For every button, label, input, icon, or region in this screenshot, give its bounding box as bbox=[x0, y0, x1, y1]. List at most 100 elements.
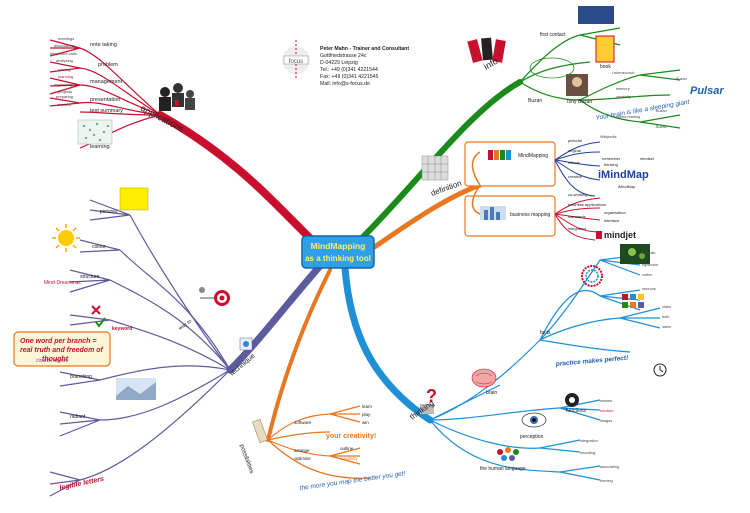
book-cover-image bbox=[578, 6, 614, 24]
sun-icon bbox=[52, 224, 80, 252]
info-wiki: Wikipedia bbox=[600, 135, 617, 139]
think-sub: images bbox=[600, 419, 612, 423]
center-node[interactable]: MindMapping as a thinking tool bbox=[301, 235, 375, 269]
check-icon bbox=[95, 317, 106, 328]
def-sub: organisation bbox=[604, 210, 626, 215]
yellow-square-image bbox=[119, 187, 149, 211]
app-management-sub: projects bbox=[58, 89, 72, 94]
contact-mail: Mail: info@s-focus.de bbox=[320, 81, 370, 87]
info-sub: Buzan bbox=[656, 125, 667, 129]
poss-sub: arrange bbox=[294, 448, 310, 453]
tech-colour: colour bbox=[92, 244, 106, 250]
think-sub: cortex bbox=[642, 273, 652, 277]
tech-legible: legible letters bbox=[59, 476, 105, 492]
think-practice: practice makes perfect! bbox=[555, 355, 630, 368]
think-language: the human language bbox=[480, 466, 526, 472]
info-sub: Buzan bbox=[676, 77, 687, 81]
def-mm-item: creative bbox=[568, 174, 583, 179]
def-sub: mindset bbox=[640, 156, 655, 161]
app-note-sub: meetings bbox=[58, 36, 74, 41]
center-title-line2: as a thinking tool bbox=[305, 254, 371, 263]
think-sub: leftbrain bbox=[642, 251, 656, 255]
book-image bbox=[595, 35, 615, 63]
tech-radiant: radiant bbox=[70, 414, 86, 420]
think-sub: emotion bbox=[600, 409, 614, 413]
poss-creativity: your creativity! bbox=[326, 433, 376, 440]
poss-sub: win bbox=[362, 420, 369, 425]
def-mm-item: effects bbox=[568, 160, 580, 165]
think-functions: functions bbox=[566, 408, 587, 414]
network-ring-image bbox=[581, 265, 603, 287]
label-possibilities: possibilities bbox=[238, 444, 254, 475]
think-sub: both bbox=[662, 315, 669, 319]
center-title-line1: MindMapping bbox=[311, 241, 366, 251]
def-sub: remember bbox=[602, 156, 621, 161]
info-tony-buzan: Tony Buzan bbox=[566, 99, 592, 105]
app-learning: learning bbox=[90, 144, 110, 150]
keyword-box bbox=[13, 331, 111, 367]
branch-applications bbox=[156, 111, 322, 250]
contact-street: Gottfriedstrasse 24c bbox=[320, 53, 367, 59]
buzan-logo: Pulsar bbox=[690, 85, 724, 97]
app-management: management bbox=[90, 79, 123, 85]
info-first-contact: first contact bbox=[540, 32, 566, 38]
business-chart-icon bbox=[480, 206, 506, 220]
app-management-sub: organising bbox=[54, 82, 72, 87]
app-note-sub: discussions bbox=[54, 43, 75, 48]
eye-icon bbox=[521, 412, 547, 428]
info-sub: Buzan bbox=[656, 109, 667, 113]
tech-pictures: pictures bbox=[100, 209, 118, 215]
question-icon: ? bbox=[420, 386, 437, 414]
tech-branching: branching bbox=[70, 374, 92, 380]
think-sub: sides bbox=[662, 305, 671, 309]
grid-image bbox=[421, 155, 449, 181]
tech-keyword: keyword bbox=[112, 326, 132, 332]
tech-structure: structure bbox=[80, 274, 100, 280]
think-sub: forming bbox=[600, 479, 613, 483]
mindjet-logo: mindjet bbox=[604, 230, 636, 240]
branch-definition bbox=[367, 182, 483, 253]
globe-icon bbox=[653, 363, 667, 377]
app-management-sub: planning bbox=[58, 74, 73, 79]
app-problem-sub: solving bbox=[58, 67, 70, 72]
app-presentation-sub: rhetoric bbox=[58, 102, 71, 107]
scroll-icon bbox=[252, 418, 268, 444]
cross-icon bbox=[91, 305, 101, 315]
app-note-sub: telephone calls bbox=[50, 51, 77, 56]
info-quote: Your brain is like a sleeping giant bbox=[595, 98, 691, 122]
def-mindmapping: MindMapping bbox=[518, 153, 548, 159]
plant-leaf bbox=[628, 248, 636, 256]
app-text-summary: text summary bbox=[90, 108, 123, 114]
info-book: book bbox=[600, 64, 611, 70]
info-sub: creativity bbox=[616, 95, 631, 99]
tech-cloud: clouds, arrows bbox=[36, 358, 69, 364]
think-sub: integration bbox=[580, 439, 598, 443]
app-problem: problem bbox=[98, 62, 118, 68]
info-sub: speed reading bbox=[616, 115, 640, 119]
think-perception: perception bbox=[520, 434, 544, 440]
tech-red: Mind-Dreams as bbox=[44, 280, 81, 286]
book-stack-icon bbox=[467, 37, 506, 63]
info-sub: Lebenscoach bbox=[612, 71, 635, 75]
app-presentation: presentation bbox=[90, 97, 120, 103]
poss-sub: optimise bbox=[294, 456, 311, 461]
app-note-taking: note taking bbox=[90, 42, 117, 48]
app-problem-sub: analysing bbox=[56, 58, 73, 63]
buzan-face bbox=[572, 77, 582, 87]
learning-pattern bbox=[82, 122, 110, 142]
gear-icon bbox=[565, 393, 579, 407]
info-sub: memory bbox=[616, 87, 630, 91]
think-sub: lobes bbox=[662, 325, 671, 329]
def-business-mapping: business mapping bbox=[510, 212, 551, 218]
people-icon bbox=[159, 83, 195, 111]
branch-thinking bbox=[341, 264, 434, 424]
branch-info bbox=[357, 79, 523, 243]
svg-text:?: ? bbox=[426, 386, 437, 406]
imindmap-logo: iMindMap bbox=[598, 169, 649, 181]
contact-name: Peter Mahn - Trainer and Consultant bbox=[320, 46, 409, 52]
def-bm-item: business applications bbox=[568, 202, 606, 207]
app-presentation-sub: preparing bbox=[56, 94, 73, 99]
def-mm-item: iMindMap bbox=[618, 184, 636, 189]
contact-info: Peter Mahn - Trainer and Consultant Gott… bbox=[320, 46, 409, 87]
contact-tel: Tel.: +49 (0)341 4221544 bbox=[320, 67, 378, 73]
